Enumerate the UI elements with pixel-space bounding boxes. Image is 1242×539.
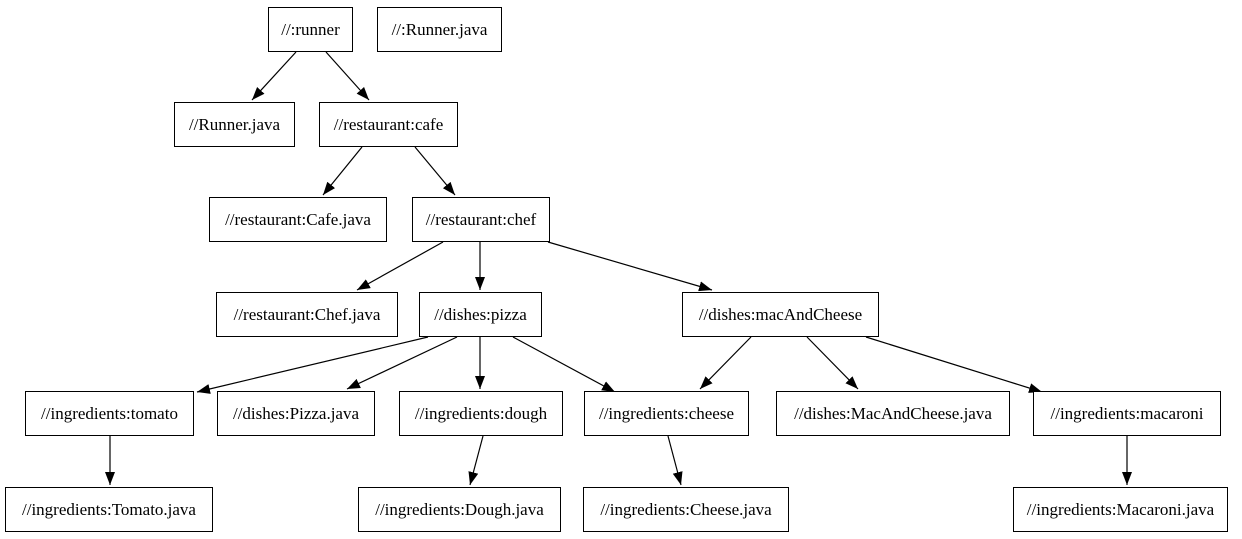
node-pizza-java: //dishes:Pizza.java: [217, 391, 375, 436]
node-macaroni-java: //ingredients:Macaroni.java: [1013, 487, 1228, 532]
edge-dough-to-dough-java: [468, 435, 484, 486]
edge-cheese-to-cheese-java: [667, 435, 683, 486]
node-cheese: //ingredients:cheese: [584, 391, 749, 436]
node-cafe-java: //restaurant:Cafe.java: [209, 197, 387, 242]
node-cheese-java: //ingredients:Cheese.java: [583, 487, 789, 532]
node-runner-java: //Runner.java: [174, 102, 295, 147]
edge-pizza-to-pizza-java: [346, 336, 458, 390]
node-mac-and-cheese: //dishes:macAndCheese: [682, 292, 879, 337]
node-pizza: //dishes:pizza: [419, 292, 542, 337]
edge-cafe-to-cafe-java: [322, 146, 363, 196]
node-mac-and-cheese-java: //dishes:MacAndCheese.java: [776, 391, 1010, 436]
node-chef-java: //restaurant:Chef.java: [216, 292, 398, 337]
edge-runner-to-cafe: [325, 51, 370, 101]
edge-pizza-to-tomato: [196, 336, 429, 394]
edge-mac-and-cheese-to-cheese: [699, 336, 752, 390]
edge-pizza-to-cheese: [512, 336, 616, 393]
node-dough: //ingredients:dough: [399, 391, 563, 436]
edge-mac-and-cheese-to-macaroni: [865, 336, 1043, 393]
edge-mac-and-cheese-to-mac-and-cheese-java: [806, 336, 859, 390]
node-tomato-java: //ingredients:Tomato.java: [5, 487, 213, 532]
edge-runner-to-runner-java: [251, 51, 297, 101]
edge-chef-to-mac-and-cheese: [547, 241, 713, 292]
edge-chef-to-chef-java: [356, 241, 444, 291]
node-tomato: //ingredients:tomato: [25, 391, 194, 436]
node-runner-java-root: //:Runner.java: [377, 7, 502, 52]
node-macaroni: //ingredients:macaroni: [1033, 391, 1221, 436]
node-runner: //:runner: [268, 7, 353, 52]
edge-cafe-to-chef: [414, 146, 456, 196]
node-cafe: //restaurant:cafe: [319, 102, 458, 147]
node-chef: //restaurant:chef: [412, 197, 550, 242]
node-dough-java: //ingredients:Dough.java: [358, 487, 561, 532]
